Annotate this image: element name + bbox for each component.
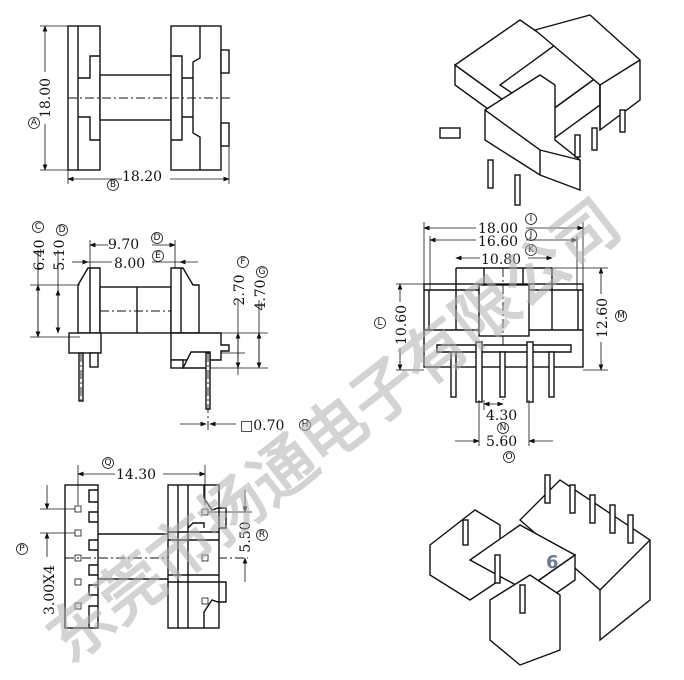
dim-H: □0.70 [240,418,284,434]
label-D: D [154,233,161,243]
dim-G: 4.70 [253,279,269,310]
label-D-left: D [59,225,66,235]
dim-K: 10.80 [481,252,521,268]
bottom-view: 14.30 Q 3.00X4 P 5.50 R [16,457,268,629]
label-L: L [377,318,382,328]
dim-D-left: 5.10 [52,239,68,270]
dim-F: 2.70 [232,274,248,305]
front-view: 18.00 I 16.60 J 10.80 K 10.60 L 12.60 M … [374,213,627,463]
dim-O: 5.60 [486,434,517,450]
label-E: E [155,251,161,261]
dim-E: 8.00 [114,256,145,272]
label-I: I [530,214,533,224]
label-G: G [259,267,266,277]
isometric-view-bottom: 6 [429,474,651,666]
label-P: P [19,544,25,554]
dim-J: 16.60 [478,234,518,250]
label-C: C [35,222,41,232]
dim-A: 18.00 [38,78,54,118]
dim-R: 5.50 [238,521,254,552]
label-R: R [259,530,265,540]
figure-number: 6 [546,552,559,573]
label-F: F [240,257,245,267]
label-M: M [617,311,625,321]
dim-M: 12.60 [595,298,611,338]
label-K: K [528,245,535,255]
dim-N: 4.30 [486,408,517,424]
dim-D: 9.70 [108,237,139,253]
label-Q: Q [104,458,111,468]
label-N: N [500,423,507,433]
isometric-view-top [439,14,641,206]
dim-B: 18.20 [122,169,162,185]
dim-P: 3.00X4 [42,565,58,615]
label-A: A [31,118,38,128]
dim-C: 6.40 [32,239,48,270]
dim-L: 10.60 [394,305,410,345]
side-view: 6.40 C 5.10 D 9.70 D 8.00 E 2.70 F 4.70 … [30,221,311,434]
label-J: J [529,230,533,240]
label-B: B [110,180,116,190]
dim-Q: 14.30 [116,467,156,483]
top-view: 18.00 A 18.20 B [28,25,232,191]
label-H: H [302,420,309,430]
label-O: O [505,452,512,462]
